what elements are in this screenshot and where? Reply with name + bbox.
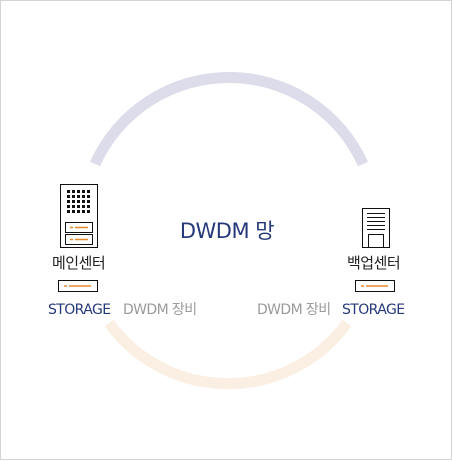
ring-arc-bottom (104, 319, 352, 390)
main-storage-label: STORAGE (48, 302, 111, 318)
ring-arc-top (89, 71, 369, 167)
main-center-building-icon (60, 184, 98, 248)
dwdm-network-label: DWDM 망 (179, 219, 275, 243)
backup-storage-icon (355, 280, 395, 292)
backup-center-server-icon (362, 208, 390, 248)
main-dwdm-equipment-label: DWDM 장비 (123, 302, 197, 318)
main-storage-icon (58, 280, 98, 292)
backup-dwdm-equipment-label: DWDM 장비 (257, 302, 331, 318)
main-center-label: 메인센터 (52, 254, 106, 272)
backup-center-label: 백업센터 (347, 254, 401, 272)
backup-storage-label: STORAGE (342, 302, 405, 318)
